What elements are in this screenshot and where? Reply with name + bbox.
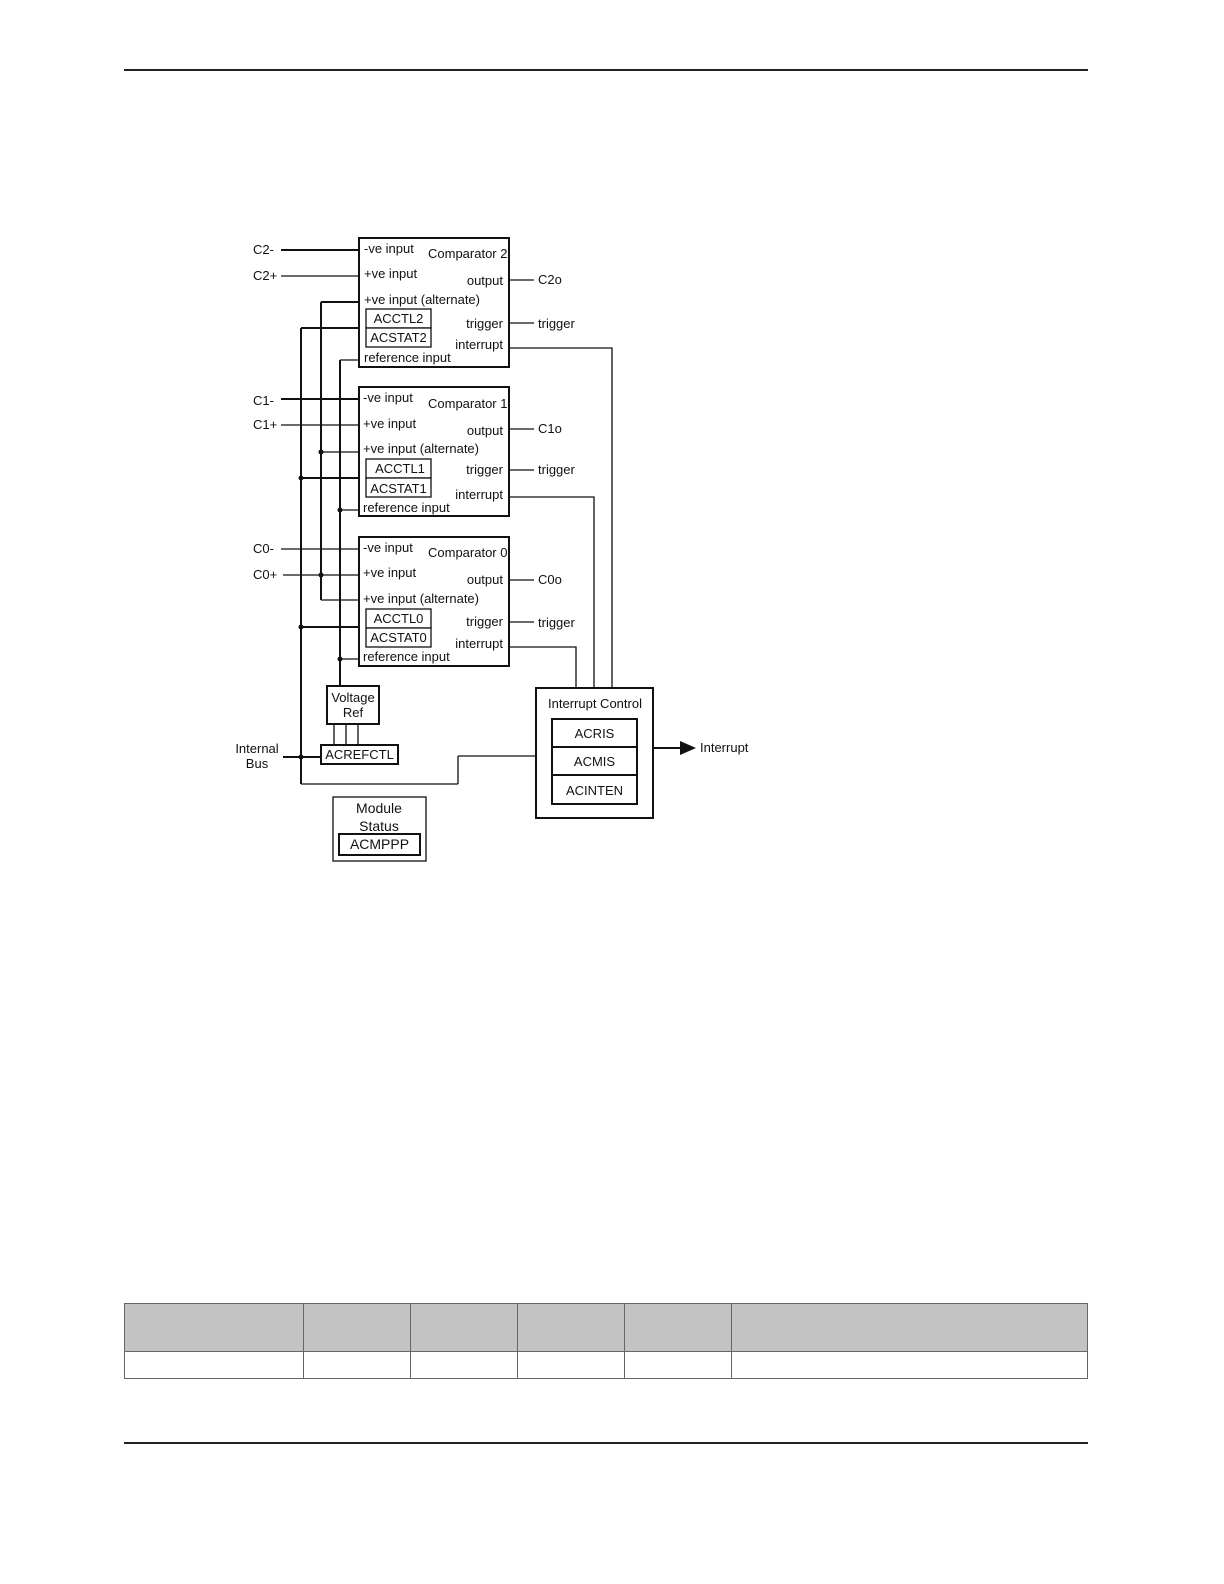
pin-c0o: C0o [538,572,562,587]
table-cell [303,1351,411,1379]
table-header-row [124,1303,1088,1352]
voltage-ref-line1: Voltage [331,690,374,705]
register-table [124,1303,1088,1379]
comparator-0: C0- C0+ -ve input Comparator 0 +ve input… [253,536,576,667]
register-acstat2: ACSTAT2 [370,330,427,345]
register-acctl2: ACCTL2 [374,311,424,326]
internal-bus-line2: Bus [246,756,269,771]
comparator-0-trigger-out: trigger [538,615,576,630]
bottom-rule [124,1442,1088,1444]
interrupt-output-label: Interrupt [700,740,749,755]
comparator-0-trigger-port: trigger [466,614,504,629]
comparator-2-interrupt-port: interrupt [455,337,503,352]
comparator-1-trigger-out: trigger [538,462,576,477]
pin-c2-pos: C2+ [253,268,277,283]
table-header-cell [303,1303,411,1352]
comparator-2: C2- C2+ -ve input Comparator 2 +ve input… [253,237,576,368]
comparator-0-title: Comparator 0 [428,545,507,560]
register-acctl1: ACCTL1 [375,461,425,476]
pin-c0-neg: C0- [253,541,274,556]
table-cell [624,1351,732,1379]
register-acstat1: ACSTAT1 [370,481,427,496]
comparator-1-neg-input: -ve input [363,390,413,405]
pin-c0-pos: C0+ [253,567,277,582]
comparator-0-interrupt-port: interrupt [455,636,503,651]
comparator-0-neg-input: -ve input [363,540,413,555]
comparator-1-title: Comparator 1 [428,396,507,411]
table-header-cell [410,1303,518,1352]
register-acinten: ACINTEN [566,783,623,798]
comparator-1-alt-input: +ve input (alternate) [363,441,479,456]
comparator-1-trigger-port: trigger [466,462,504,477]
comparator-1-output-port: output [467,423,504,438]
module-status-line1: Module [356,800,402,816]
table-header-cell [517,1303,625,1352]
interrupt-control-title: Interrupt Control [548,696,642,711]
analog-comparator-block-diagram: C2- C2+ -ve input Comparator 2 +ve input… [235,237,749,862]
table-header-cell [624,1303,732,1352]
comparator-1-reference-input: reference input [363,500,450,515]
voltage-reference: Voltage Ref ACREFCTL Internal Bus [235,685,399,771]
voltage-ref-line2: Ref [343,705,364,720]
register-acmis: ACMIS [574,754,616,769]
comparator-1-pos-input: +ve input [363,416,417,431]
comparator-2-output-port: output [467,273,504,288]
top-rule [124,69,1088,71]
comparator-2-neg-input: -ve input [364,241,414,256]
pin-c1-neg: C1- [253,393,274,408]
register-acstat0: ACSTAT0 [370,630,427,645]
comparator-2-trigger-port: trigger [466,316,504,331]
table-cell [731,1351,1088,1379]
module-status: Module Status ACMPPP [332,796,427,862]
comparator-2-pos-input: +ve input [364,266,418,281]
pin-c1o: C1o [538,421,562,436]
table-header-cell [124,1303,304,1352]
pin-c1-pos: C1+ [253,417,277,432]
comparator-2-trigger-out: trigger [538,316,576,331]
table-cell [517,1351,625,1379]
comparator-0-output-port: output [467,572,504,587]
comparator-2-title: Comparator 2 [428,246,507,261]
register-acrefctl: ACREFCTL [325,747,394,762]
internal-bus-line1: Internal [235,741,278,756]
register-acris: ACRIS [575,726,615,741]
table-cell [124,1351,304,1379]
module-status-line2: Status [359,818,399,834]
register-acctl0: ACCTL0 [374,611,424,626]
comparator-0-pos-input: +ve input [363,565,417,580]
interrupt-control: Interrupt Control ACRIS ACMIS ACINTEN In… [535,687,749,819]
register-acmppp: ACMPPP [350,836,409,852]
comparator-2-alt-input: +ve input (alternate) [364,292,480,307]
comparator-0-alt-input: +ve input (alternate) [363,591,479,606]
comparator-2-reference-input: reference input [364,350,451,365]
comparator-1: C1- C1+ -ve input Comparator 1 +ve input… [253,386,576,517]
comparator-0-reference-input: reference input [363,649,450,664]
internal-wiring [283,301,696,785]
table-header-cell [731,1303,1088,1352]
table-cell [410,1351,518,1379]
pin-c2-neg: C2- [253,242,274,257]
comparator-1-interrupt-port: interrupt [455,487,503,502]
pin-c2o: C2o [538,272,562,287]
table-row [124,1351,1088,1379]
